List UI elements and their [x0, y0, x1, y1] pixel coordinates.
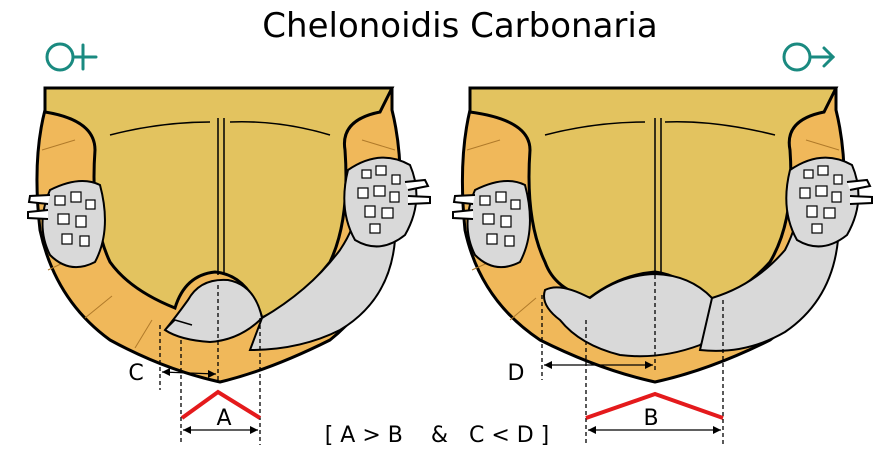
- male-arrowheads: [544, 361, 721, 434]
- male-angle-marker: [585, 391, 724, 420]
- male-right-foot: [785, 156, 873, 248]
- female-arrowheads: [162, 368, 258, 434]
- female-right-foot: [343, 156, 431, 248]
- female-plastron-seams: [109, 118, 331, 275]
- male-left-foot: [452, 180, 531, 269]
- male-symbol-icon: [782, 42, 836, 72]
- label-b: B: [643, 406, 658, 431]
- female-angle-marker: [180, 389, 262, 420]
- diagram-title: Chelonoidis Carbonaria: [262, 6, 657, 46]
- female-dimension-lines: [159, 285, 261, 445]
- male-tortoise-illustration: [452, 86, 873, 384]
- male-dimension-lines: [541, 275, 724, 445]
- label-a: A: [216, 406, 231, 431]
- female-symbol-icon: [45, 42, 98, 72]
- label-c: C: [128, 361, 143, 386]
- female-left-foot: [27, 180, 106, 269]
- female-tortoise-illustration: [27, 86, 431, 384]
- female-tail-tip: [164, 319, 193, 331]
- label-d: D: [508, 361, 525, 386]
- male-plastron-seams: [544, 118, 776, 275]
- relation-text: [ A > B & C < D ]: [325, 423, 550, 448]
